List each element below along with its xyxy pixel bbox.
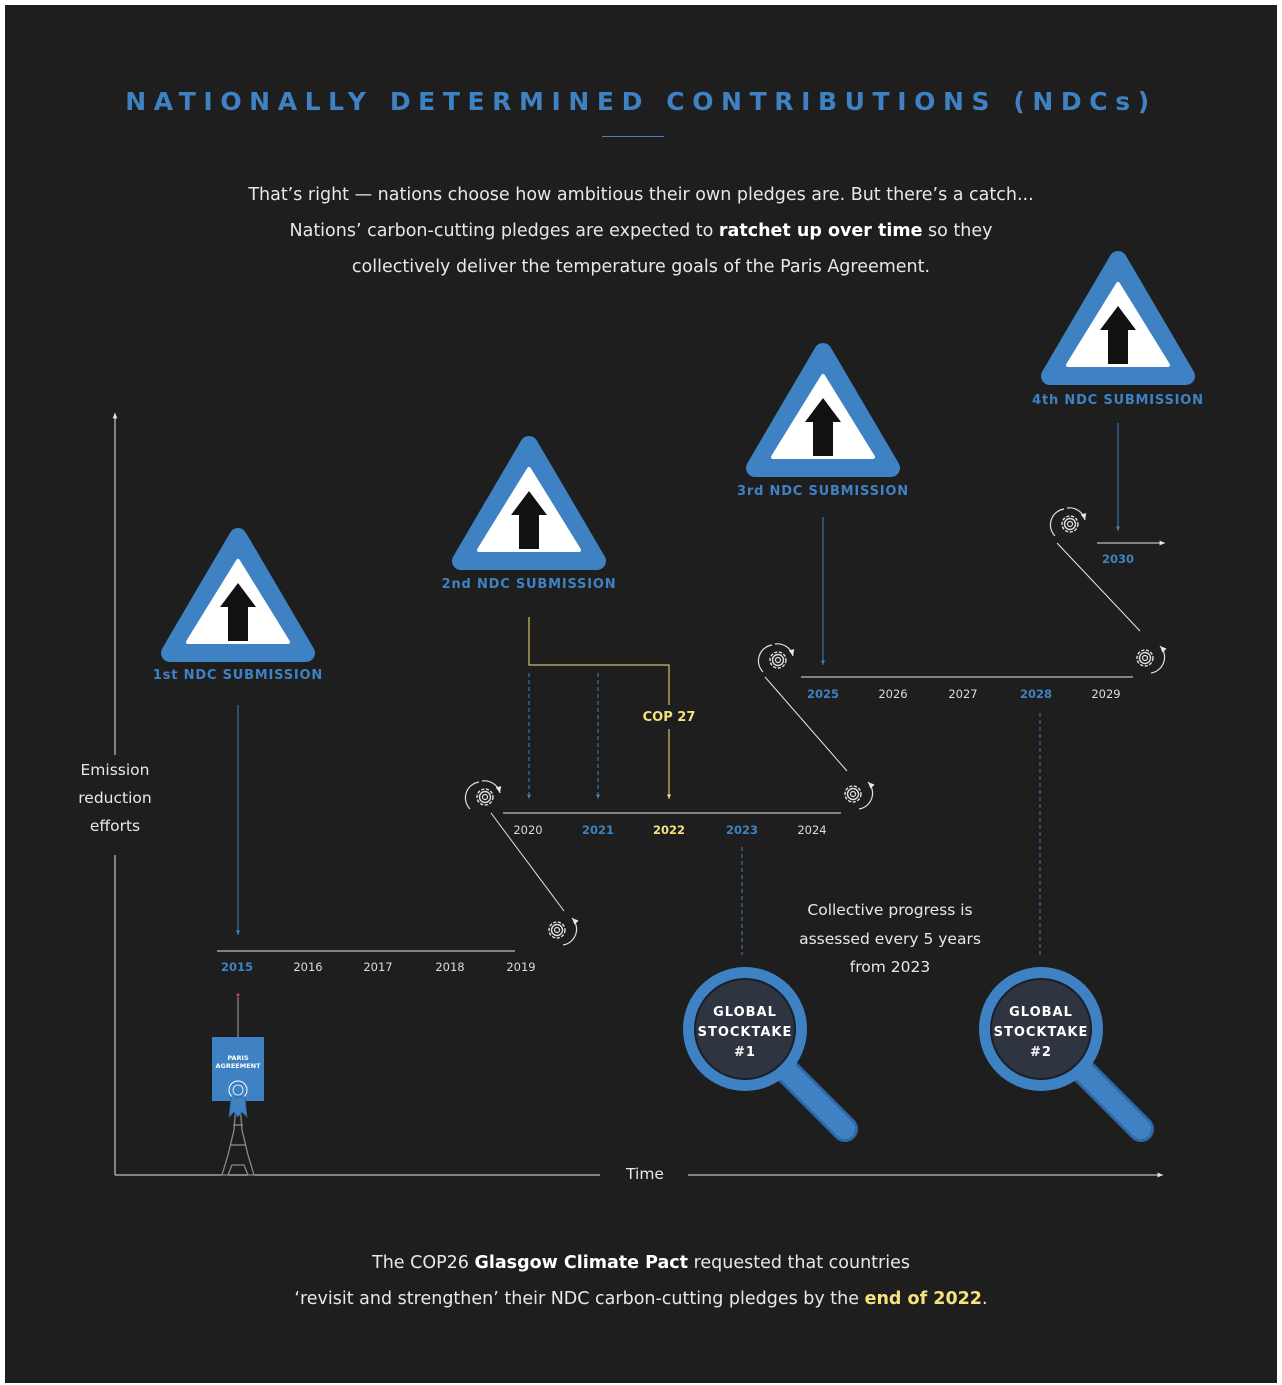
year-label: 2016 xyxy=(293,960,323,974)
year-label: 2023 xyxy=(725,823,759,837)
title-divider xyxy=(602,136,664,137)
stocktake-2-line-3: #2 xyxy=(1030,1045,1052,1060)
cycle-gear-icon xyxy=(757,643,795,673)
year-label: 2017 xyxy=(363,960,393,974)
year-label: 2019 xyxy=(506,960,536,974)
year-label: 2025 xyxy=(806,687,840,701)
paris-agreement-badge-text: PARIS AGREEMENT xyxy=(212,1054,264,1070)
ndc-submission-2-label: 2nd NDC SUBMISSION xyxy=(441,577,617,592)
eiffel-tower-icon xyxy=(221,993,255,1176)
cycle-gear-icon xyxy=(548,917,579,946)
ndc-submission-3-label: 3rd NDC SUBMISSION xyxy=(737,484,909,499)
cycle-gear-icon xyxy=(1049,507,1087,537)
outro-emphasis-deadline: end of 2022 xyxy=(864,1289,982,1309)
x-axis-label: Time xyxy=(626,1165,664,1183)
paris-badge-line-1: PARIS xyxy=(227,1054,249,1062)
global-stocktake-2-label: GLOBAL STOCKTAKE #2 xyxy=(971,1003,1111,1063)
cycle-gear-icon xyxy=(844,781,875,810)
y-axis-label: Emission reduction efforts xyxy=(55,756,175,840)
stocktake-2-line-1: GLOBAL xyxy=(1009,1005,1073,1020)
ndc-submission-1-label: 1st NDC SUBMISSION xyxy=(152,668,324,683)
global-stocktake-1-label: GLOBAL STOCKTAKE #1 xyxy=(675,1003,815,1063)
paris-agreement-badge-icon xyxy=(212,1037,264,1119)
outro-line-1-end: requested that countries xyxy=(688,1253,910,1273)
ratchet-up-sign-icon xyxy=(1050,260,1186,376)
outro-text: The COP26 Glasgow Climate Pact requested… xyxy=(5,1245,1277,1317)
cop27-connector xyxy=(528,617,670,799)
y-axis-label-line-1: Emission xyxy=(80,761,150,779)
year-label: 2021 xyxy=(581,823,615,837)
intro-emphasis: ratchet up over time xyxy=(718,221,923,241)
intro-line-2-start: Nations’ carbon-cutting pledges are expe… xyxy=(289,221,719,241)
ndc-submission-4-label: 4th NDC SUBMISSION xyxy=(1032,393,1204,408)
outro-line-2-end: . xyxy=(981,1289,988,1309)
year-label: 2024 xyxy=(797,823,827,837)
year-label: 2030 xyxy=(1101,552,1135,566)
ndc-ratchet-diagram xyxy=(65,5,1277,1178)
year-label: 2029 xyxy=(1091,687,1121,701)
ratchet-connector xyxy=(764,676,848,772)
intro-text: That’s right — nations choose how ambiti… xyxy=(5,177,1277,285)
year-label: 2027 xyxy=(948,687,978,701)
year-label: 2028 xyxy=(1019,687,1053,701)
cop27-label: COP 27 xyxy=(642,710,696,725)
outro-emphasis-pact: Glasgow Climate Pact xyxy=(474,1253,689,1273)
stocktake-1-line-2: STOCKTAKE xyxy=(697,1025,793,1040)
intro-line-3: collectively deliver the temperature goa… xyxy=(351,257,931,277)
intro-line-1: That’s right — nations choose how ambiti… xyxy=(248,185,1034,205)
outro-line-2-start: ‘revisit and strengthen’ their NDC carbo… xyxy=(294,1289,865,1309)
stocktake-1-line-1: GLOBAL xyxy=(713,1005,777,1020)
year-label: 2015 xyxy=(220,960,254,974)
stocktake-2-line-2: STOCKTAKE xyxy=(993,1025,1089,1040)
year-label: 2020 xyxy=(513,823,543,837)
outro-line-2: ‘revisit and strengthen’ their NDC carbo… xyxy=(5,1281,1277,1317)
year-label: 2018 xyxy=(435,960,465,974)
cycle-gear-icon xyxy=(1136,645,1167,674)
ratchet-up-sign-icon xyxy=(461,445,597,561)
outro-line-1: The COP26 Glasgow Climate Pact requested… xyxy=(5,1245,1277,1281)
ratchet-connector xyxy=(1056,542,1141,632)
cycle-gear-icon xyxy=(464,780,502,810)
year-label: 2022 xyxy=(652,823,686,837)
y-axis-label-line-2: reduction xyxy=(78,789,152,807)
ratchet-up-sign-icon xyxy=(755,352,891,468)
progress-note-line-2: assessed every 5 years xyxy=(799,929,981,948)
stocktake-1-line-3: #1 xyxy=(734,1045,756,1060)
y-axis-label-line-3: efforts xyxy=(89,817,141,835)
progress-note-line-3: from 2023 xyxy=(849,958,931,976)
year-label: 2026 xyxy=(878,687,908,701)
infographic: NATIONALLY DETERMINED CONTRIBUTIONS (NDC… xyxy=(5,5,1277,1383)
intro-line-2: Nations’ carbon-cutting pledges are expe… xyxy=(5,213,1277,249)
progress-note-line-1: Collective progress is xyxy=(807,901,973,919)
ratchet-up-sign-icon xyxy=(170,537,306,653)
paris-badge-line-2: AGREEMENT xyxy=(215,1062,261,1070)
page-title: NATIONALLY DETERMINED CONTRIBUTIONS (NDC… xyxy=(125,87,1157,116)
ratchet-connector xyxy=(490,812,565,912)
outro-line-1-start: The COP26 xyxy=(372,1253,475,1273)
progress-note: Collective progress is assessed every 5 … xyxy=(760,896,1020,982)
intro-line-2-end: so they xyxy=(922,221,993,241)
